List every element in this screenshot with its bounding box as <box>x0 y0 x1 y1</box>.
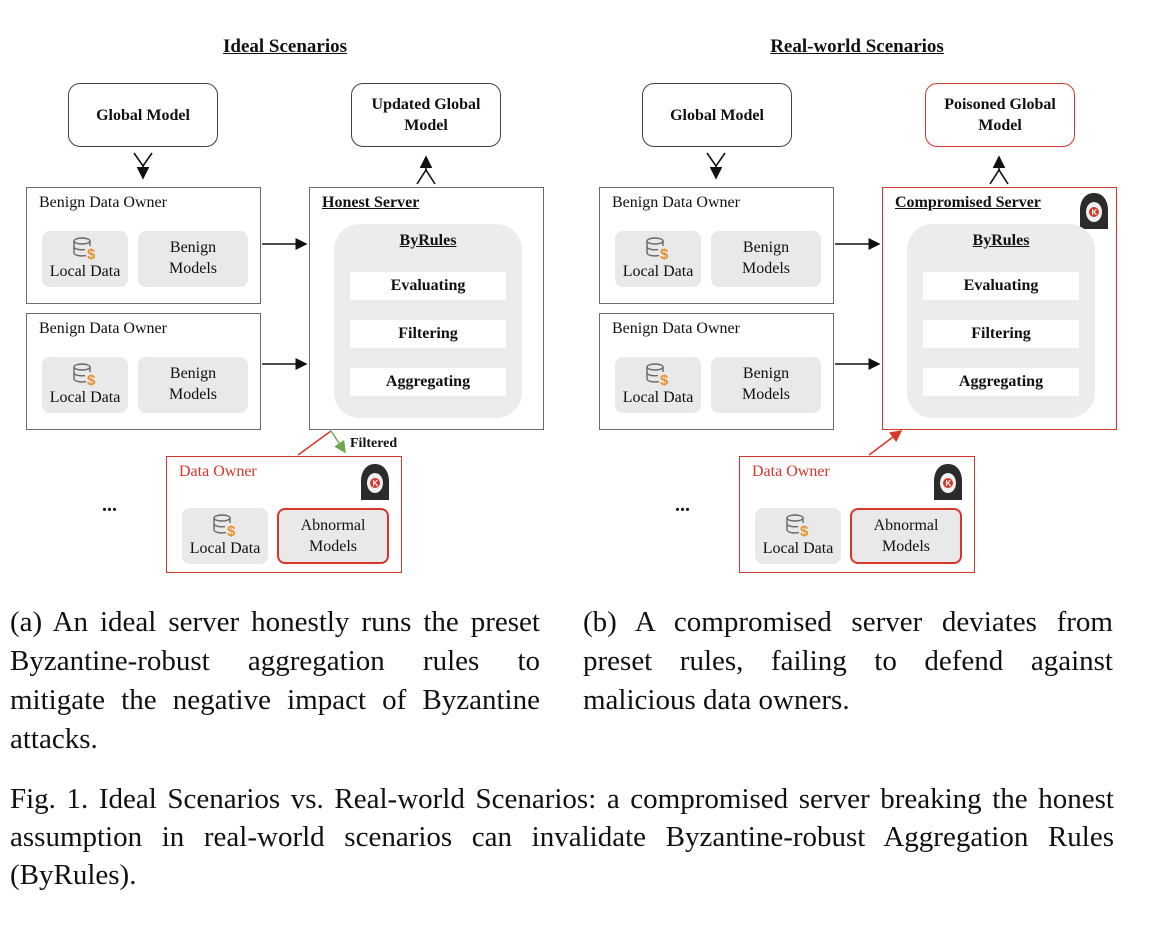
owner-title: Benign Data Owner <box>612 194 740 211</box>
local-data-tile: $ Local Data <box>615 357 701 413</box>
database-coin-icon: $ <box>786 514 809 540</box>
local-data-tile: $ Local Data <box>182 508 268 564</box>
svg-text:$: $ <box>660 246 669 263</box>
global-model-label: Global Model <box>96 106 190 124</box>
split-arrow-icon <box>989 155 1009 185</box>
benign-models-tile: Benign Models <box>711 231 821 287</box>
global-model-box-a: Global Model <box>68 83 218 147</box>
svg-text:K: K <box>1092 208 1098 217</box>
server-title: Compromised Server <box>895 194 1041 211</box>
poisoned-global-model-label: Poisoned Global Model <box>944 96 1056 134</box>
benign-models-tile: Benign Models <box>711 357 821 413</box>
hooded-attacker-icon: K <box>934 464 962 500</box>
benign-data-owner-b2: Benign Data Owner $ Local Data Benign Mo… <box>599 313 834 430</box>
local-data-tile: $ Local Data <box>42 231 128 287</box>
byrules-title: ByRules <box>972 232 1030 249</box>
owner-title: Data Owner <box>179 463 257 480</box>
merge-arrow-icon <box>133 152 153 180</box>
byrules-title: ByRules <box>399 232 457 249</box>
owner-title: Data Owner <box>752 463 830 480</box>
local-data-label: Local Data <box>189 540 261 557</box>
benign-models-tile: Benign Models <box>138 231 248 287</box>
step-aggregating: Aggregating <box>350 368 506 396</box>
figure-caption: Fig. 1. Ideal Scenarios vs. Real-world S… <box>10 783 1114 891</box>
filtered-label: Filtered <box>350 436 398 451</box>
local-data-label: Local Data <box>49 389 121 406</box>
honest-server-box: Honest Server ByRules Evaluating Filteri… <box>309 187 544 430</box>
svg-text:$: $ <box>87 246 96 263</box>
server-title: Honest Server <box>322 194 420 211</box>
hooded-attacker-icon: K <box>361 464 389 500</box>
panel-b-title: Real-world Scenarios <box>770 36 944 57</box>
byrules-panel: ByRules Evaluating Filtering Aggregating <box>907 224 1095 418</box>
updated-global-model-box: Updated Global Model <box>351 83 501 147</box>
step-filtering: Filtering <box>923 320 1079 348</box>
malicious-upload-arrow <box>868 430 903 456</box>
global-model-label: Global Model <box>670 106 764 124</box>
step-aggregating: Aggregating <box>923 368 1079 396</box>
malicious-upload-line <box>297 430 332 456</box>
more-owners-ellipsis: ... <box>675 494 690 516</box>
database-coin-icon: $ <box>73 363 96 389</box>
database-coin-icon: $ <box>213 514 236 540</box>
local-data-tile: $ Local Data <box>615 231 701 287</box>
svg-text:$: $ <box>227 523 236 540</box>
global-model-box-b: Global Model <box>642 83 792 147</box>
connectors <box>133 152 1009 456</box>
database-coin-icon: $ <box>646 237 669 263</box>
svg-text:K: K <box>373 479 379 488</box>
byrules-panel: ByRules Evaluating Filtering Aggregating <box>334 224 522 418</box>
benign-models-tile: Benign Models <box>138 357 248 413</box>
benign-data-owner-a1: Benign Data Owner $ Local Data Benign Mo… <box>26 187 261 304</box>
owner-title: Benign Data Owner <box>612 320 740 337</box>
updated-global-model-label: Updated Global Model <box>371 96 481 134</box>
svg-text:$: $ <box>800 523 809 540</box>
merge-arrow-icon <box>706 152 726 180</box>
abnormal-models-tile: Abnormal Models <box>850 508 962 564</box>
more-owners-ellipsis: ... <box>102 494 117 516</box>
split-arrow-icon <box>416 155 436 185</box>
abnormal-models-tile: Abnormal Models <box>277 508 389 564</box>
svg-text:$: $ <box>87 372 96 389</box>
owner-title: Benign Data Owner <box>39 320 167 337</box>
database-coin-icon: $ <box>646 363 669 389</box>
benign-data-owner-b1: Benign Data Owner $ Local Data Benign Mo… <box>599 187 834 304</box>
malicious-data-owner-b: Data Owner K $ Local Data Abnormal Model… <box>739 456 975 573</box>
caption-b: (b) A compromised server deviates from p… <box>583 606 1113 716</box>
panel-a-title: Ideal Scenarios <box>222 36 348 57</box>
hooded-attacker-icon: K <box>1080 193 1108 229</box>
local-data-tile: $ Local Data <box>42 357 128 413</box>
compromised-server-box: Compromised Server K ByRules Evaluating … <box>882 187 1117 430</box>
local-data-label: Local Data <box>762 540 834 557</box>
step-filtering: Filtering <box>350 320 506 348</box>
svg-text:K: K <box>946 479 952 488</box>
caption-a: (a) An ideal server honestly runs the pr… <box>10 606 540 755</box>
filtered-arrow <box>330 430 346 454</box>
database-coin-icon: $ <box>73 237 96 263</box>
local-data-label: Local Data <box>622 263 694 280</box>
local-data-label: Local Data <box>622 389 694 406</box>
local-data-tile: $ Local Data <box>755 508 841 564</box>
local-data-label: Local Data <box>49 263 121 280</box>
benign-data-owner-a2: Benign Data Owner $ Local Data Benign Mo… <box>26 313 261 430</box>
owner-title: Benign Data Owner <box>39 194 167 211</box>
poisoned-global-model-box: Poisoned Global Model <box>925 83 1075 147</box>
step-evaluating: Evaluating <box>923 272 1079 300</box>
step-evaluating: Evaluating <box>350 272 506 300</box>
malicious-data-owner-a: Data Owner K $ Local Data Abnormal Model… <box>166 456 402 573</box>
svg-text:$: $ <box>660 372 669 389</box>
